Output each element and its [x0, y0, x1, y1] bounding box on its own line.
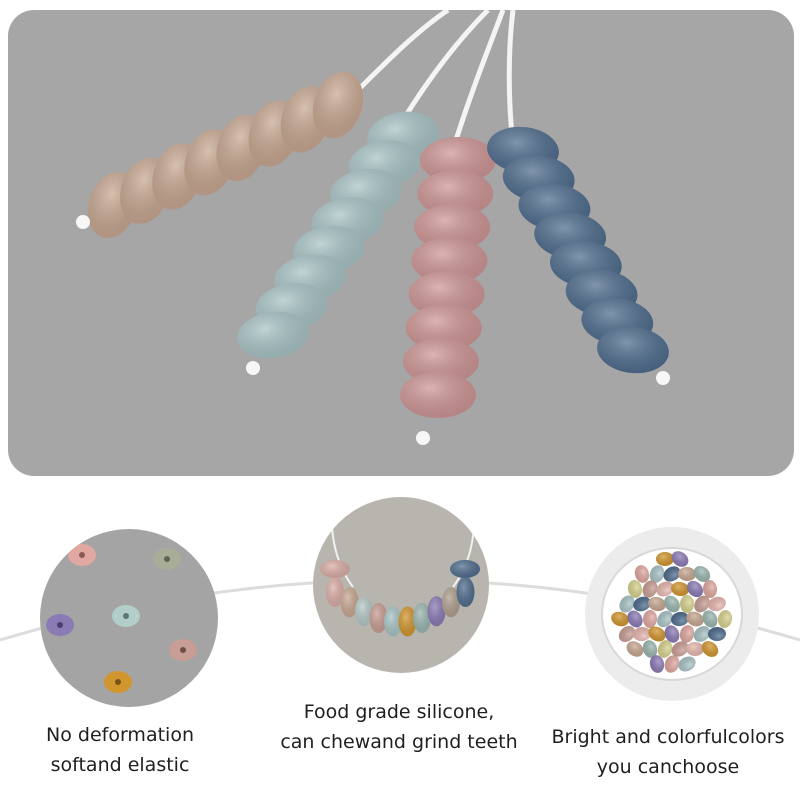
bead — [450, 560, 480, 578]
bead — [400, 372, 476, 418]
bead — [398, 606, 417, 637]
bead — [427, 596, 446, 627]
bead — [702, 610, 718, 628]
bead — [627, 610, 643, 628]
bead — [642, 640, 658, 658]
caption-line: No deformation — [46, 724, 194, 746]
bead — [686, 641, 704, 657]
bead — [664, 625, 680, 643]
caption-line: softand elastic — [50, 754, 190, 776]
bead — [657, 640, 673, 658]
bead — [649, 565, 665, 583]
scattered-beads-photo — [40, 529, 218, 707]
bead — [340, 587, 359, 618]
bead — [46, 614, 74, 636]
bead — [694, 595, 710, 613]
bead — [326, 577, 344, 607]
bead — [413, 602, 431, 633]
bead — [597, 326, 669, 374]
bead — [633, 626, 651, 642]
bead — [648, 596, 666, 612]
bead — [237, 311, 309, 359]
bead — [405, 304, 482, 351]
bead — [648, 626, 666, 642]
bead — [417, 170, 494, 217]
caption-line: can chewand grind teeth — [280, 731, 518, 753]
caption-line: Bright and colorfulcolors — [551, 726, 785, 748]
bead — [671, 551, 689, 567]
bead — [671, 641, 689, 657]
bead — [633, 596, 651, 612]
bead — [708, 626, 726, 642]
caption-food-grade: Food grade silicone, can chewand grind t… — [268, 697, 530, 757]
bead — [112, 605, 140, 627]
bead — [611, 611, 629, 627]
bead — [320, 560, 350, 578]
hero-photo-bead-strands — [8, 10, 794, 476]
caption-soft-elastic: No deformation softand elastic — [20, 720, 220, 780]
bead — [414, 204, 491, 251]
bead — [312, 71, 364, 139]
bead — [702, 580, 718, 598]
bowl-of-beads-photo — [585, 527, 759, 701]
bead — [657, 610, 673, 628]
knot — [76, 215, 90, 229]
bead — [693, 626, 711, 642]
knot — [656, 371, 670, 385]
bead — [355, 596, 373, 627]
bead — [619, 595, 635, 613]
bead — [678, 656, 696, 672]
bead — [686, 611, 704, 627]
bead — [442, 587, 460, 618]
bead — [671, 611, 689, 627]
bead — [649, 655, 665, 673]
bead — [642, 610, 658, 628]
bead — [420, 137, 496, 183]
bead — [687, 580, 703, 598]
bead — [618, 625, 636, 643]
bead — [402, 338, 479, 385]
bead — [104, 671, 132, 693]
bead — [708, 596, 726, 612]
bead — [642, 580, 658, 598]
bead — [627, 580, 643, 598]
caption-line: you canchoose — [596, 756, 740, 778]
bead — [701, 641, 719, 657]
bead — [679, 625, 695, 643]
bead — [679, 595, 695, 613]
bead — [693, 566, 711, 582]
bead — [408, 271, 485, 318]
bead — [626, 641, 644, 657]
caption-line: Food grade silicone, — [303, 701, 495, 723]
bead — [664, 595, 680, 613]
bead — [671, 581, 689, 597]
bead — [656, 552, 674, 566]
bead — [411, 237, 488, 284]
bead — [169, 639, 197, 661]
necklace-photo — [313, 497, 489, 673]
bead — [664, 655, 680, 673]
bead — [68, 544, 96, 566]
bead — [663, 566, 681, 582]
bead — [717, 610, 733, 628]
bead — [678, 566, 696, 582]
bead — [369, 602, 388, 633]
knot — [416, 431, 430, 445]
caption-colorful: Bright and colorfulcolors you canchoose — [540, 722, 796, 782]
bead — [634, 565, 650, 583]
bead — [456, 577, 475, 607]
knot — [246, 361, 260, 375]
bead — [656, 581, 674, 597]
bead — [153, 548, 181, 570]
bead — [384, 606, 402, 637]
